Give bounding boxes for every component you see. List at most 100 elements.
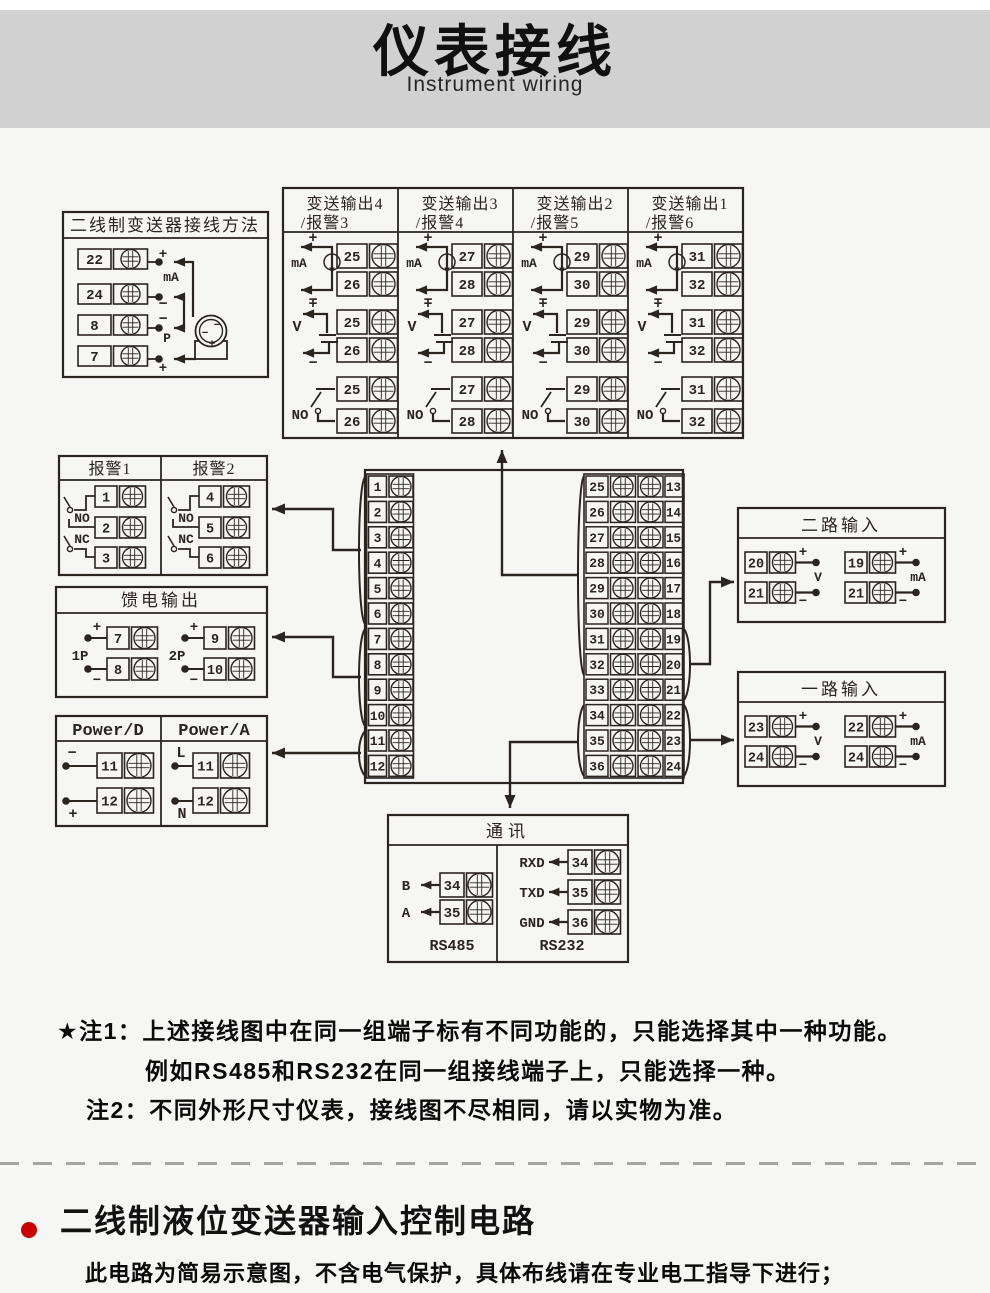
- terminal-number: 27: [459, 383, 476, 399]
- arrowhead-icon: [303, 309, 315, 319]
- label: +: [159, 247, 167, 263]
- column-title: /报警5: [531, 214, 579, 232]
- screw-terminal-icon: [133, 626, 156, 650]
- terminal-number: 30: [589, 607, 605, 622]
- screw-terminal-icon: [871, 551, 894, 574]
- page-subtitle: Instrument wiring: [406, 72, 584, 96]
- dashed-divider: [0, 1162, 990, 1165]
- arrowhead-icon: [329, 267, 335, 274]
- label: A: [402, 906, 411, 922]
- terminal-number: 22: [666, 710, 681, 724]
- screw-terminal-icon: [716, 337, 741, 363]
- screw-terminal-icon: [486, 337, 511, 363]
- block-title: 报警1: [88, 460, 131, 478]
- screw-terminal-icon: [390, 501, 412, 523]
- contact-icon: [429, 407, 437, 415]
- terminal-number: 29: [574, 250, 591, 266]
- screw-terminal-icon: [371, 271, 396, 297]
- port-label: RS232: [539, 938, 584, 955]
- screw-terminal-icon: [390, 526, 412, 548]
- page-title: 仪表接线: [373, 20, 617, 83]
- terminal-number: 8: [374, 658, 382, 673]
- contact-icon: [66, 506, 74, 514]
- label: NO: [74, 511, 90, 526]
- screw-terminal-icon: [371, 243, 396, 269]
- screw-terminal-icon: [771, 745, 794, 768]
- screw-terminal-icon: [871, 745, 894, 768]
- terminal-number: 12: [370, 760, 386, 775]
- label: NO: [407, 408, 424, 424]
- label: mA: [910, 734, 926, 749]
- note-2-prefix: 注2：: [86, 1097, 150, 1123]
- label: +: [538, 296, 547, 313]
- terminal-number: 32: [689, 344, 706, 360]
- screw-terminal-icon: [390, 653, 412, 675]
- arrowhead-icon: [721, 734, 734, 746]
- group-brace: [577, 704, 585, 777]
- arrowhead-icon: [421, 880, 432, 890]
- screw-terminal-icon: [595, 849, 620, 875]
- terminal-number: 36: [589, 759, 605, 774]
- label: −: [93, 673, 101, 689]
- screw-terminal-icon: [716, 243, 741, 269]
- screw-terminal-icon: [639, 729, 662, 752]
- terminal-number: 19: [848, 557, 864, 572]
- arrowhead-icon: [421, 907, 432, 917]
- label: mA: [291, 256, 307, 271]
- screw-terminal-icon: [371, 337, 396, 363]
- screw-terminal-icon: [871, 715, 894, 738]
- label: −: [158, 311, 167, 328]
- screw-terminal-icon: [639, 704, 662, 726]
- label: B: [402, 879, 411, 895]
- screw-terminal-icon: [601, 337, 626, 363]
- screw-terminal-icon: [486, 243, 511, 269]
- terminal-number: 30: [574, 344, 591, 360]
- block-title: Power/A: [178, 722, 250, 741]
- column-title: 变送输出2: [536, 195, 613, 213]
- label: +: [799, 709, 807, 725]
- label: +: [899, 545, 907, 561]
- terminal-number: 26: [344, 344, 361, 360]
- terminal-number: 34: [589, 709, 605, 724]
- block-title: 馈电输出: [121, 591, 201, 610]
- terminal-number: 6: [374, 607, 382, 622]
- label: +: [159, 361, 167, 377]
- label: −: [538, 292, 547, 309]
- arrowhead-icon: [174, 354, 186, 364]
- terminal-number: 17: [666, 583, 681, 597]
- arrowhead-icon: [549, 917, 560, 927]
- label: −: [799, 758, 807, 774]
- screw-terminal-icon: [120, 248, 141, 270]
- terminal-number: 26: [344, 415, 361, 431]
- arrowhead-icon: [504, 795, 516, 808]
- terminal-number: 5: [206, 522, 214, 537]
- screw-terminal-icon: [716, 376, 741, 402]
- terminal-number: 6: [206, 552, 214, 567]
- screw-terminal-icon: [230, 657, 253, 681]
- terminal-number: 11: [370, 734, 386, 749]
- terminal-number: 1: [374, 480, 382, 495]
- arrowhead-icon: [674, 267, 680, 274]
- label: N: [177, 806, 186, 823]
- terminal-number: 23: [748, 721, 764, 736]
- terminal-number: 34: [444, 879, 461, 895]
- arrowhead-icon: [301, 285, 313, 295]
- label: −: [67, 745, 76, 762]
- terminal-number: 1: [102, 491, 110, 506]
- screw-terminal-icon: [371, 309, 396, 335]
- terminal-number: 22: [848, 721, 864, 736]
- terminal-number: 34: [572, 856, 589, 872]
- arrowhead-icon: [444, 267, 450, 274]
- terminal-number: 7: [90, 350, 98, 366]
- arrowhead-icon: [416, 285, 428, 295]
- label: V: [292, 319, 301, 336]
- terminal-number: 5: [374, 582, 382, 597]
- label: +: [538, 230, 547, 247]
- label: mA: [910, 570, 926, 585]
- screw-terminal-icon: [120, 314, 141, 336]
- arrowhead-icon: [272, 747, 285, 759]
- terminal-number: 30: [574, 415, 591, 431]
